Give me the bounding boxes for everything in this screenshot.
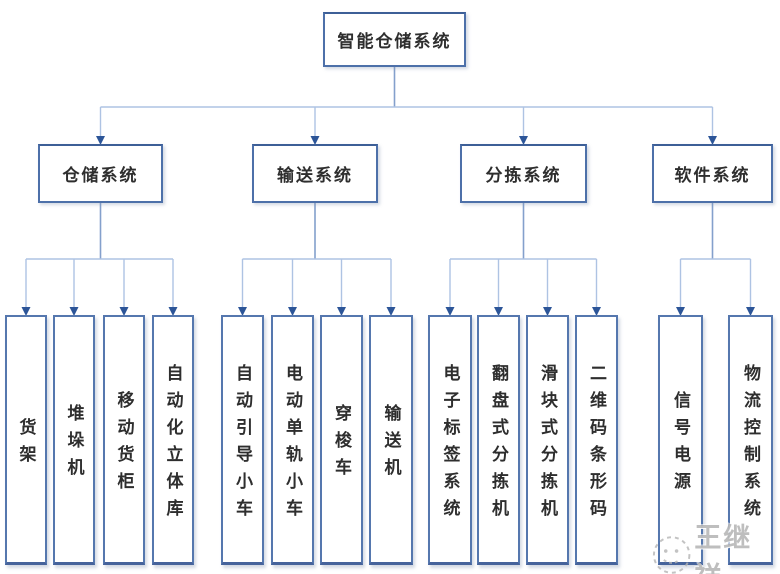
leaf-label: 物流控制系统	[741, 363, 760, 526]
leaf-label: 穿梭车	[332, 404, 351, 485]
node-label: 分拣系统	[485, 166, 562, 185]
leaf-shuttle-car: 穿梭车	[320, 315, 363, 565]
arrowheads	[21, 136, 755, 316]
leaf-label: 自动化立体库	[163, 363, 183, 526]
leaf-label: 堆垛机	[64, 404, 84, 485]
node-smart-warehouse-system: 智能仓储系统	[323, 12, 466, 67]
leaf-agv: 自动引导小车	[221, 315, 264, 565]
leaf-label: 翻盘式分拣机	[489, 363, 508, 526]
node-sorting-system: 分拣系统	[460, 144, 587, 203]
leaf-label: 自动引导小车	[233, 363, 252, 526]
leaf-electronic-label-system: 电子标签系统	[428, 315, 472, 565]
leaf-stacker-crane: 堆垛机	[53, 315, 95, 565]
leaf-signal-power: 信号电源	[658, 315, 703, 565]
watermark: 王继祥	[649, 516, 780, 574]
leaf-label: 电动单轨小车	[283, 363, 302, 526]
leaf-automated-storage: 自动化立体库	[152, 315, 194, 565]
node-label: 软件系统	[674, 166, 751, 185]
node-label: 输送系统	[277, 166, 353, 185]
leaf-label: 滑块式分拣机	[538, 363, 557, 526]
connector-bars	[25, 106, 752, 308]
leaf-electric-monorail-cart: 电动单轨小车	[271, 315, 314, 565]
node-conveying-system: 输送系统	[252, 144, 378, 203]
leaf-label: 货架	[16, 417, 36, 472]
watermark-text: 王继祥	[694, 523, 753, 574]
node-label: 仓储系统	[62, 166, 139, 185]
connector-stubs	[99, 67, 714, 259]
node-storage-system: 仓储系统	[38, 144, 163, 203]
leaf-tilt-tray-sorter: 翻盘式分拣机	[477, 315, 520, 565]
node-label: 智能仓储系统	[337, 32, 452, 51]
leaf-label: 信号电源	[671, 390, 690, 499]
leaf-label: 二维码条形码	[587, 363, 606, 526]
leaf-sliding-shoe-sorter: 滑块式分拣机	[526, 315, 569, 565]
leaf-conveyor: 输送机	[369, 315, 413, 565]
leaf-mobile-rack: 移动货柜	[103, 315, 145, 565]
leaf-label: 移动货柜	[114, 390, 134, 499]
leaf-label: 电子标签系统	[440, 363, 460, 526]
node-software-system: 软件系统	[652, 144, 773, 203]
leaf-logistics-control-system: 物流控制系统	[728, 315, 773, 565]
leaf-qr-barcode: 二维码条形码	[575, 315, 618, 565]
leaf-label: 输送机	[381, 404, 401, 485]
leaf-shelving: 货架	[5, 315, 47, 565]
dashed-circle-face-logo-icon	[652, 536, 691, 574]
